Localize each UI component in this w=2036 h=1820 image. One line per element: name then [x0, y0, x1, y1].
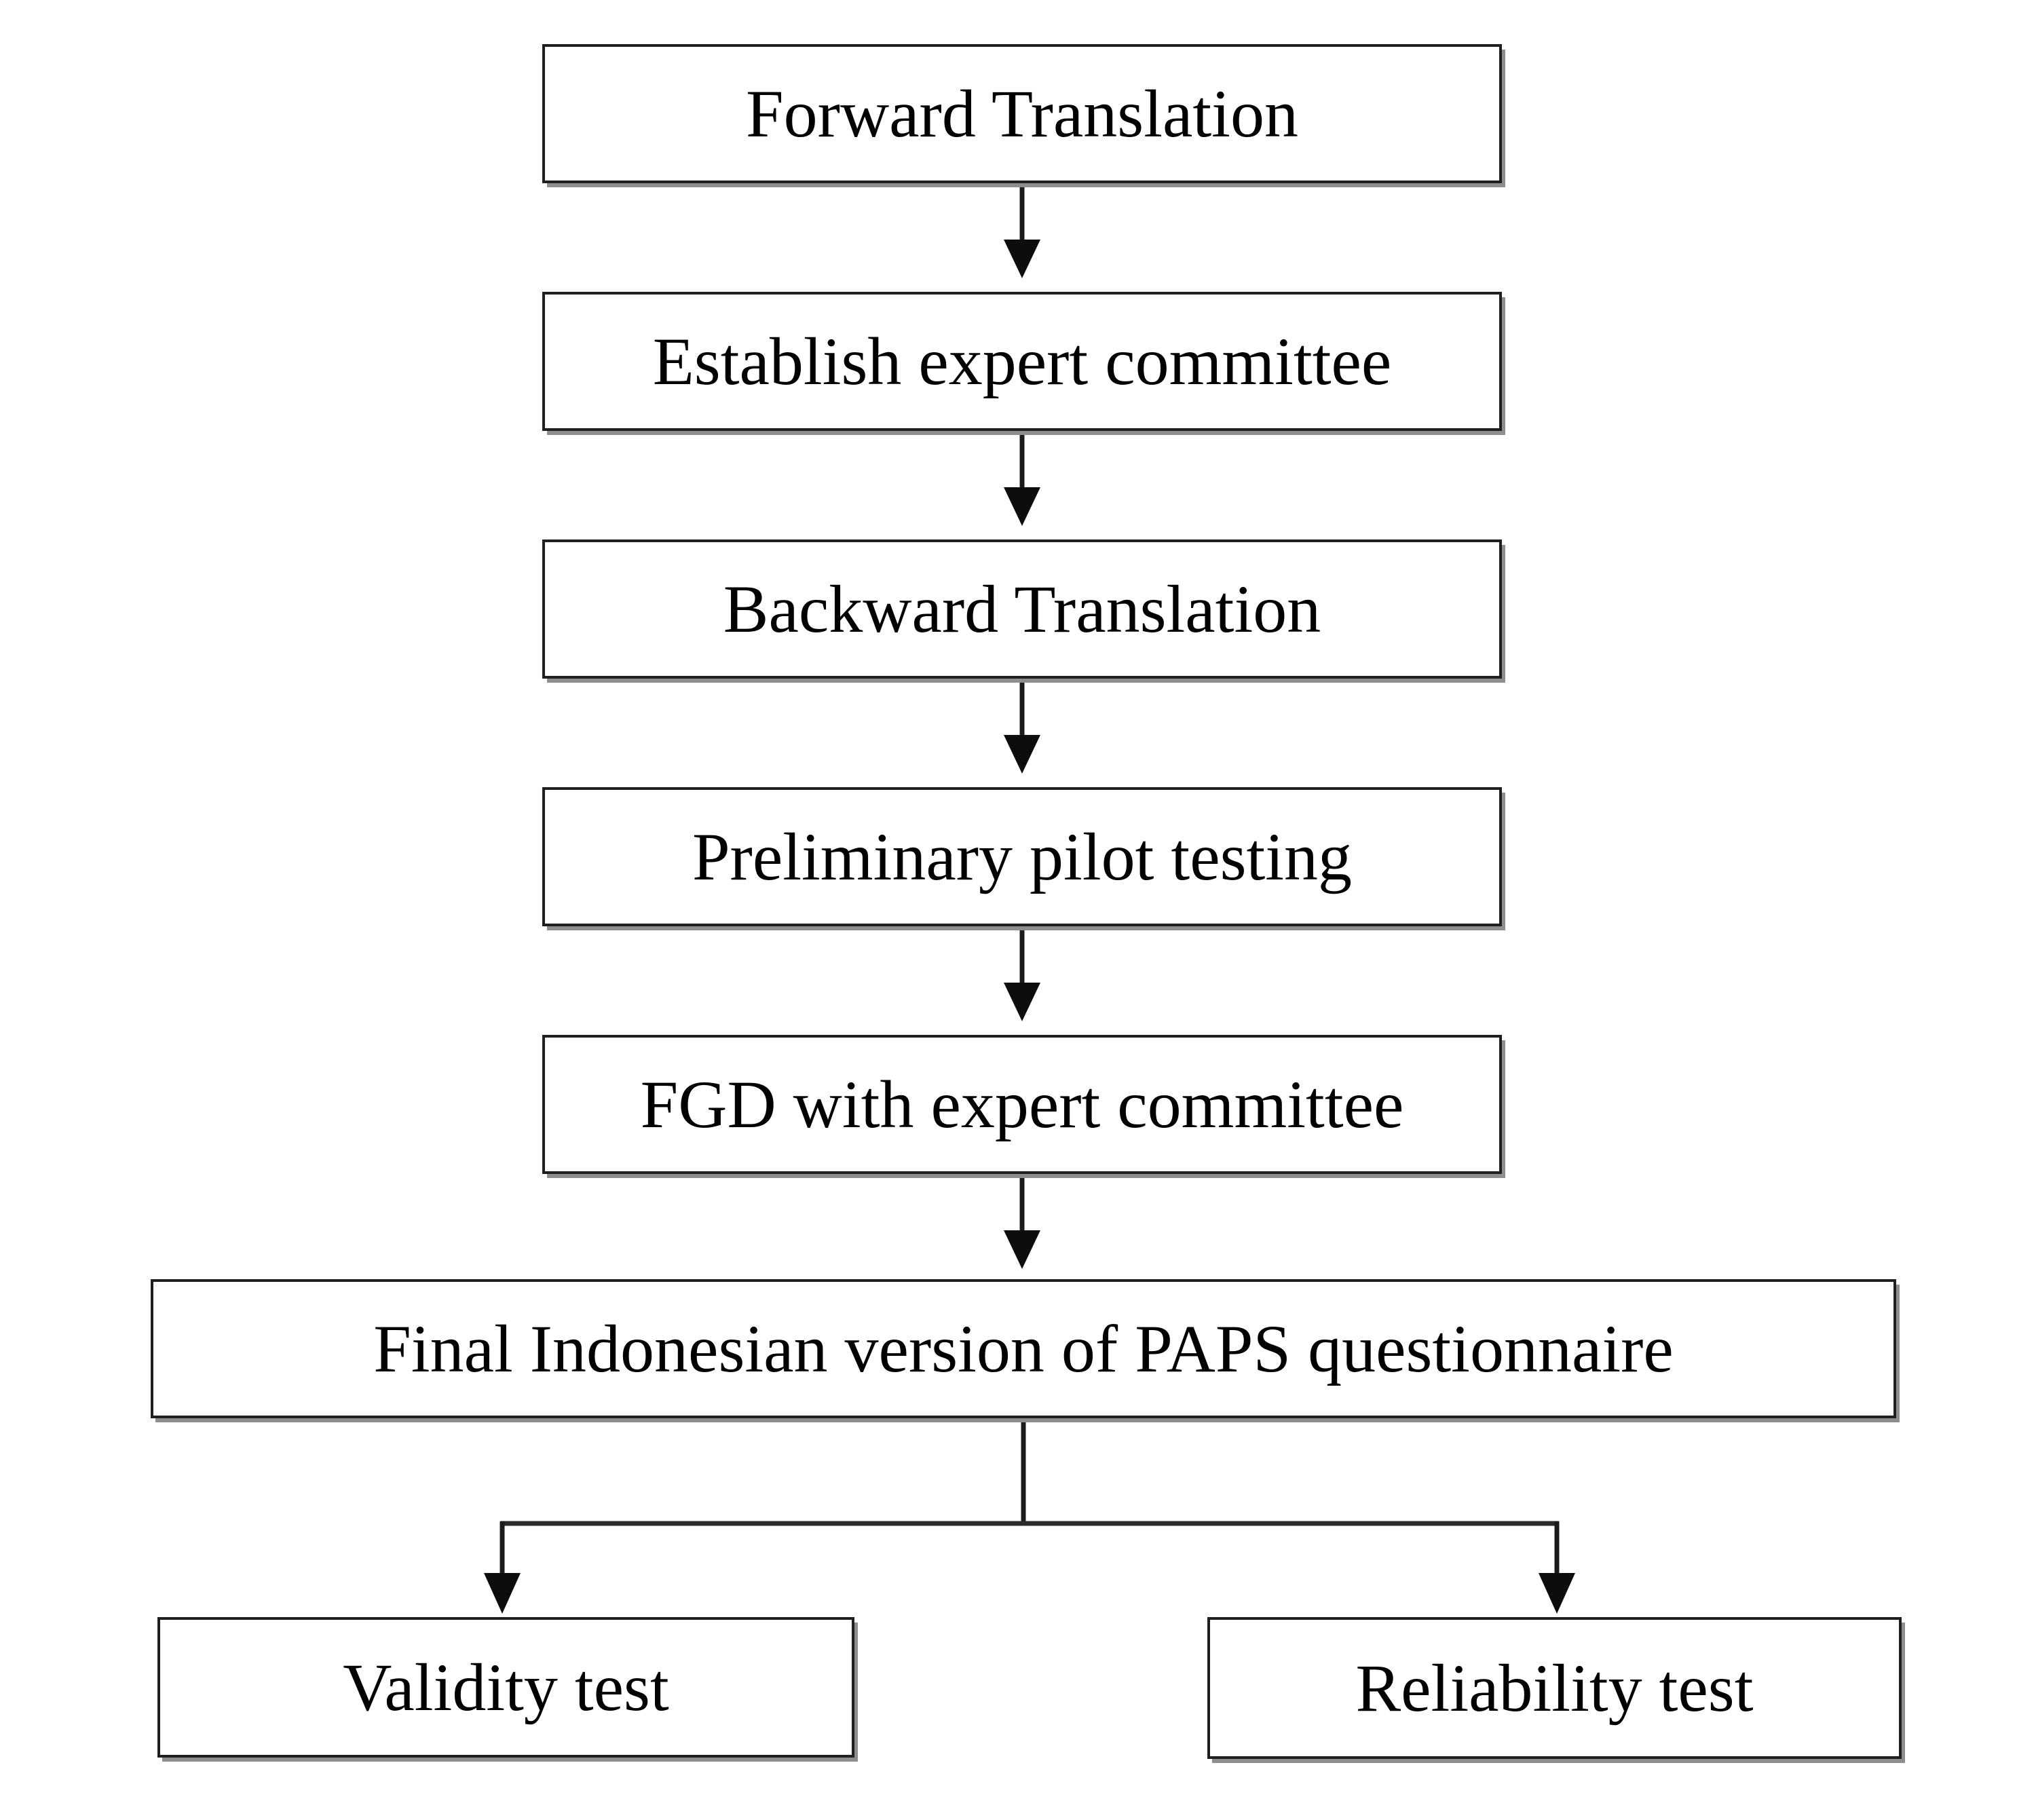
node-label: Validity test [343, 1649, 669, 1725]
arrowhead [1539, 1573, 1575, 1614]
arrowhead [1004, 983, 1040, 1021]
arrow-forward-to-establish [1004, 183, 1040, 278]
arrowhead [1004, 735, 1040, 774]
node-label: Establish expert committee [652, 323, 1392, 399]
arrowhead [1004, 1230, 1040, 1269]
arrowhead [484, 1573, 521, 1614]
node-label: Forward Translation [746, 75, 1298, 151]
node-label: Backward Translation [723, 571, 1321, 647]
node-backward-translation: Backward Translation [542, 539, 1502, 679]
arrow-pilot-to-fgd [1004, 926, 1040, 1021]
arrowhead [1004, 487, 1040, 526]
node-preliminary-pilot-testing: Preliminary pilot testing [542, 787, 1502, 926]
node-reliability-test: Reliability test [1207, 1617, 1902, 1759]
node-forward-translation: Forward Translation [542, 44, 1502, 183]
node-label: Preliminary pilot testing [692, 818, 1353, 894]
arrow-establish-to-backward [1004, 431, 1040, 526]
arrowhead [1004, 240, 1040, 278]
node-fgd-with-expert-committee: FGD with expert committee [542, 1035, 1502, 1174]
node-label: FGD with expert committee [640, 1066, 1404, 1142]
arrow-fgd-to-final [1004, 1174, 1040, 1269]
branch-connector [484, 1418, 1575, 1614]
arrow-backward-to-pilot [1004, 679, 1040, 774]
node-label: Final Indonesian version of PAPS questio… [373, 1310, 1674, 1386]
node-final-indonesian-version: Final Indonesian version of PAPS questio… [151, 1279, 1896, 1418]
node-validity-test: Validity test [157, 1617, 854, 1758]
node-establish-expert-committee: Establish expert committee [542, 292, 1502, 431]
node-label: Reliability test [1355, 1650, 1754, 1726]
